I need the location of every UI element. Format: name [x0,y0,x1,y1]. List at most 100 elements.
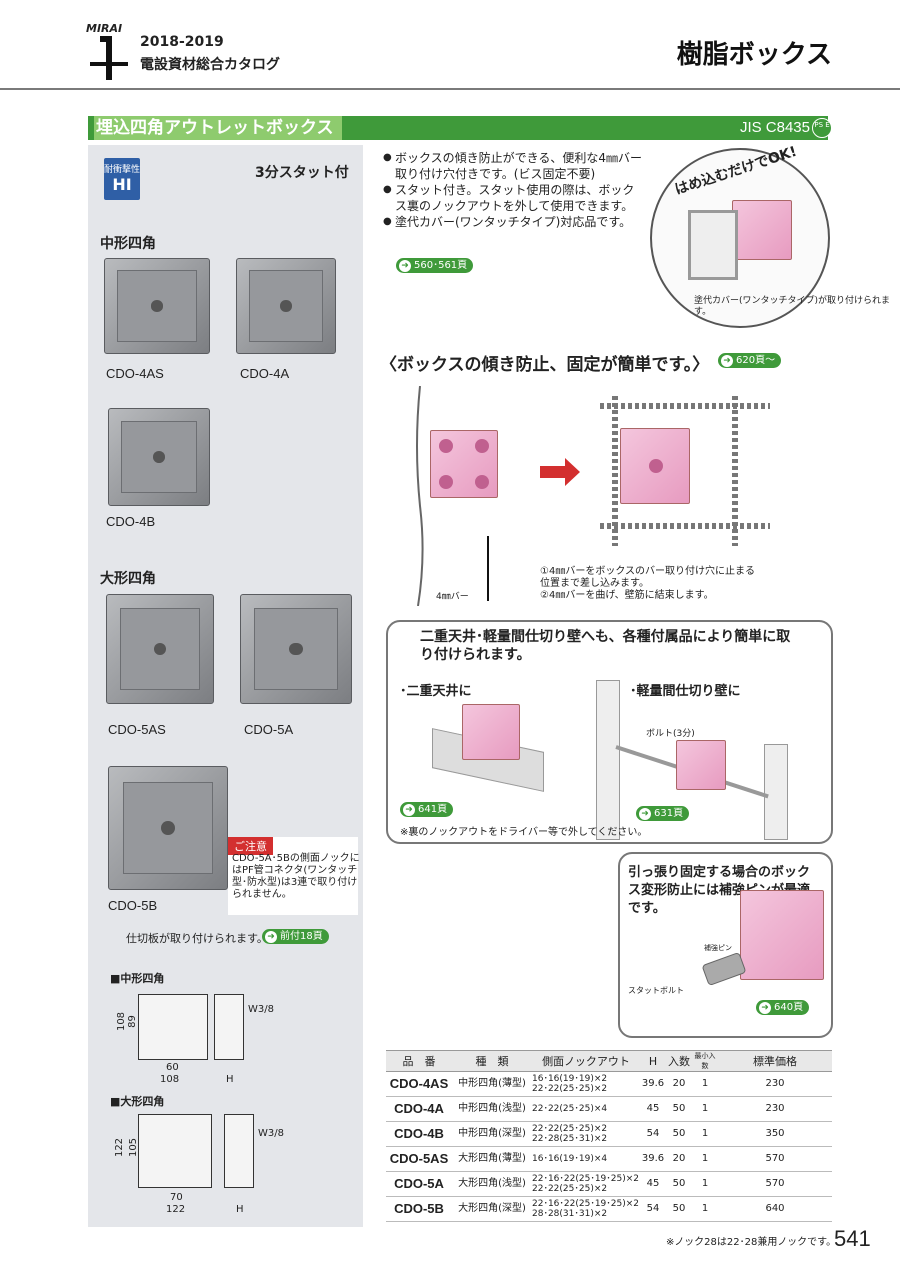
cell-price: 570 [718,1146,832,1172]
pink-box-after [620,428,690,504]
step-1: ①4㎜バーをボックスのバー取り付け穴に止まる位置まで差し込みます。 [540,566,756,589]
stud-bolt-label: スタットボルト [628,986,684,995]
ceiling-label-b: ･軽量間仕切り壁に [630,684,741,699]
dim-h2: 105 [128,1137,140,1158]
cell-qty: 50 [666,1196,692,1222]
cell-min-qty: 1 [692,1146,718,1172]
pink-box-before [430,430,498,498]
circle-caption: 塗代カバー(ワンタッチタイプ)が取り付けられます。 [694,296,891,317]
cell-knockout: 16･16(19･19)×4 [532,1146,640,1172]
pink-box-image [732,200,792,260]
col-header: 最小入数 [692,1050,718,1072]
product-label: CDO-5A [244,722,294,737]
dim-title-large: ■大形四角 [110,1095,165,1108]
knockout-note: ※裏のノックアウトをドライバー等で外してください。 [400,827,648,838]
feature-item: ボックスの傾き防止ができる、便利な4㎜バー取り付け穴付きです。(ビス固定不要) [383,150,645,182]
ref-link-640[interactable]: 640頁 [756,1000,810,1015]
cell-type: 中形四角(薄型) [452,1071,532,1097]
cell-qty: 50 [666,1096,692,1122]
product-label: CDO-4AS [106,366,164,381]
bar-label: 4㎜バー [436,592,469,602]
page-number: 541 [834,1226,871,1251]
cell-min-qty: 1 [692,1196,718,1222]
dim-w2: 122 [166,1204,186,1215]
jis-standard: JIS C8435 [739,119,810,136]
pink-box-wall [676,740,726,790]
stud-post-left [596,680,620,840]
cell-type: 中形四角(浅型) [452,1096,532,1122]
pin-heading: 引っ張り固定する場合のボックス変形防止には補強ピンが最適です。 [628,865,811,916]
stud-label: 3分スタット付 [255,165,349,181]
catalog-year: 2018-2019 [140,34,224,50]
ref-link-641[interactable]: 641頁 [400,802,454,817]
cell-knockout: 22･22(25･25)×4 [532,1096,640,1122]
col-header: 種 類 [452,1050,532,1072]
pink-box-pin [740,890,824,980]
knockout-line: 22･22(25･25)×2 [532,1184,608,1194]
cell-price: 350 [718,1121,832,1147]
ref-link-560[interactable]: 560･561頁 [396,258,474,273]
cell-qty: 50 [666,1121,692,1147]
dim-drawing-medium-front [138,994,208,1060]
cell-h: 39.6 [640,1146,666,1172]
col-header: 標準価格 [718,1050,832,1072]
feature-list: ボックスの傾き防止ができる、便利な4㎜バー取り付け穴付きです。(ビス固定不要) … [383,150,645,230]
page-header [0,0,900,90]
section-title: 埋込四角アウトレットボックス [94,116,342,140]
cell-h: 45 [640,1171,666,1197]
knockout-line: 22･22(25･25)×2 [532,1124,608,1134]
stud-post-right [764,744,788,840]
col-header: H [640,1050,666,1072]
ref-link-631[interactable]: 631頁 [636,806,690,821]
dim-h2: 89 [126,1015,138,1028]
cell-h: 45 [640,1096,666,1122]
dim-drawing-large-front [138,1114,212,1188]
ceiling-label-a: ･二重天井に [400,684,472,699]
cell-type: 大形四角(薄型) [452,1146,532,1172]
product-image-cdo-5b [108,766,228,890]
cell-qty: 20 [666,1071,692,1097]
cell-code: CDO-4B [386,1121,452,1147]
dim-title-medium: ■中形四角 [110,972,165,985]
cell-code: CDO-4A [386,1096,452,1122]
knockout-line: 22･22(25･25)×2 [532,1084,608,1094]
step-2: ②4㎜バーを曲げ、壁筋に結束します。 [540,590,714,601]
category-title: 樹脂ボックス [676,40,832,70]
product-label: CDO-5B [108,898,158,913]
cell-qty: 20 [666,1146,692,1172]
bolt-label: ボルト(3分) [646,729,695,739]
catalog-name: 電設資材総合カタログ [140,57,280,73]
dim-drawing-large-side [224,1114,254,1188]
pse-mark-icon: PS E [812,118,832,138]
cell-code: CDO-5B [386,1196,452,1222]
cell-price: 570 [718,1171,832,1197]
partition-note: 仕切板が取り付けられます。 [126,932,268,945]
cell-h: 54 [640,1196,666,1222]
cell-price: 230 [718,1096,832,1122]
product-label: CDO-4B [106,514,156,529]
cell-code: CDO-4AS [386,1071,452,1097]
dim-side: W3/8 [258,1128,284,1139]
knockout-line: 28･28(31･31)×2 [532,1209,608,1219]
product-image-cdo-4as [104,258,210,354]
dim-h1: 122 [114,1137,126,1158]
cell-min-qty: 1 [692,1121,718,1147]
product-image-cdo-4a [236,258,336,354]
product-image-cdo-5a [240,594,352,704]
large-group-title: 大形四角 [100,571,156,587]
cell-type: 中形四角(深型) [452,1121,532,1147]
cell-code: CDO-5AS [386,1146,452,1172]
ref-link-front18[interactable]: 前付18頁 [262,929,329,944]
knockout-line: 22･16･22(25･19･25)×2 [532,1199,640,1209]
dim-h: H [236,1204,244,1215]
pin-label: 補強ピン [704,944,732,952]
cell-type: 大形四角(浅型) [452,1171,532,1197]
ref-link-620[interactable]: 620頁～ [718,353,782,368]
